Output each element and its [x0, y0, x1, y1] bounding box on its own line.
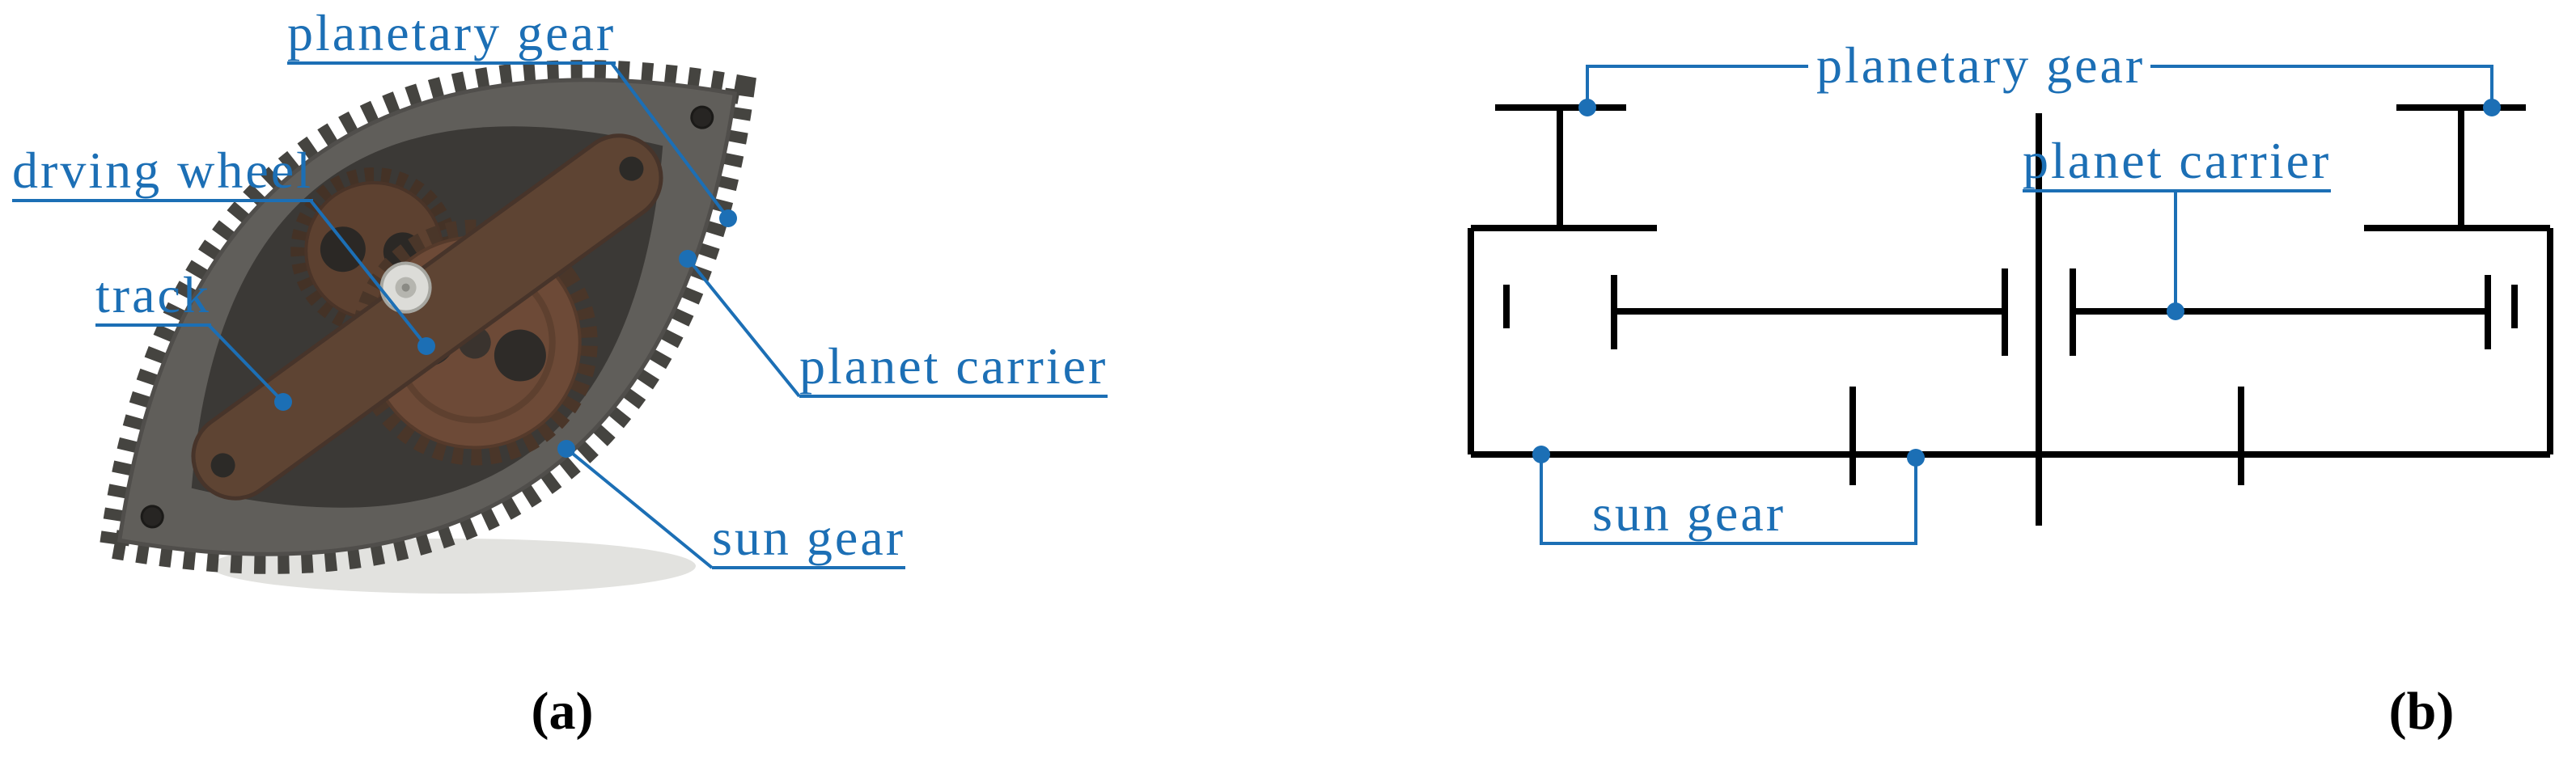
label-sun-gear-b: sun gear — [1592, 484, 1786, 542]
leader-planet-carrier-a — [688, 259, 801, 398]
tip-bolt-front — [690, 105, 714, 129]
label-planet-carrier-a: planet carrier — [799, 340, 1108, 398]
dot-sun-gear-b-left — [1532, 446, 1550, 463]
dot-planet-carrier-b — [2167, 302, 2184, 320]
panel-a-annotations — [207, 61, 801, 569]
leader-planetary-gear-a — [610, 61, 730, 220]
caption-panel-b: (b) — [2388, 682, 2455, 741]
kinematic-schematic — [1468, 104, 2553, 526]
tip-bolt-rear — [140, 505, 164, 529]
hub-bearing — [379, 261, 432, 314]
leader-planetary-gear-b-left — [1586, 65, 1808, 108]
panel-b-annotations — [1532, 65, 2501, 545]
dot-driving-wheel — [417, 337, 435, 355]
dot-planet-carrier-a — [679, 250, 697, 268]
leader-sun-gear-b — [1540, 454, 1917, 545]
track-unit-render — [98, 60, 756, 594]
track-treads — [98, 60, 756, 574]
label-driving-wheel: drving wheel — [12, 144, 313, 202]
carrier-bolt-front — [619, 156, 644, 181]
leader-track — [207, 323, 285, 404]
label-track: track — [95, 268, 211, 327]
label-sun-gear-a: sun gear — [712, 511, 906, 569]
dot-planetary-gear-b-left — [1578, 99, 1596, 116]
label-planet-carrier-b: planet carrier — [2023, 134, 2332, 192]
dot-sun-gear-a — [557, 440, 575, 458]
label-planetary-gear-b: planetary gear — [1816, 36, 2146, 94]
dot-planetary-gear-b-right — [2483, 99, 2501, 116]
label-planetary-gear-a: planetary gear — [287, 6, 616, 65]
dot-sun-gear-b-right — [1907, 449, 1925, 467]
dot-track — [274, 393, 292, 411]
carrier-bolt-rear — [210, 453, 235, 478]
dot-planetary-gear-a — [719, 209, 737, 227]
leader-driving-wheel — [309, 199, 428, 348]
leader-planetary-gear-b-right — [2150, 65, 2493, 108]
caption-panel-a: (a) — [531, 682, 594, 741]
leader-sun-gear-a — [567, 449, 714, 569]
